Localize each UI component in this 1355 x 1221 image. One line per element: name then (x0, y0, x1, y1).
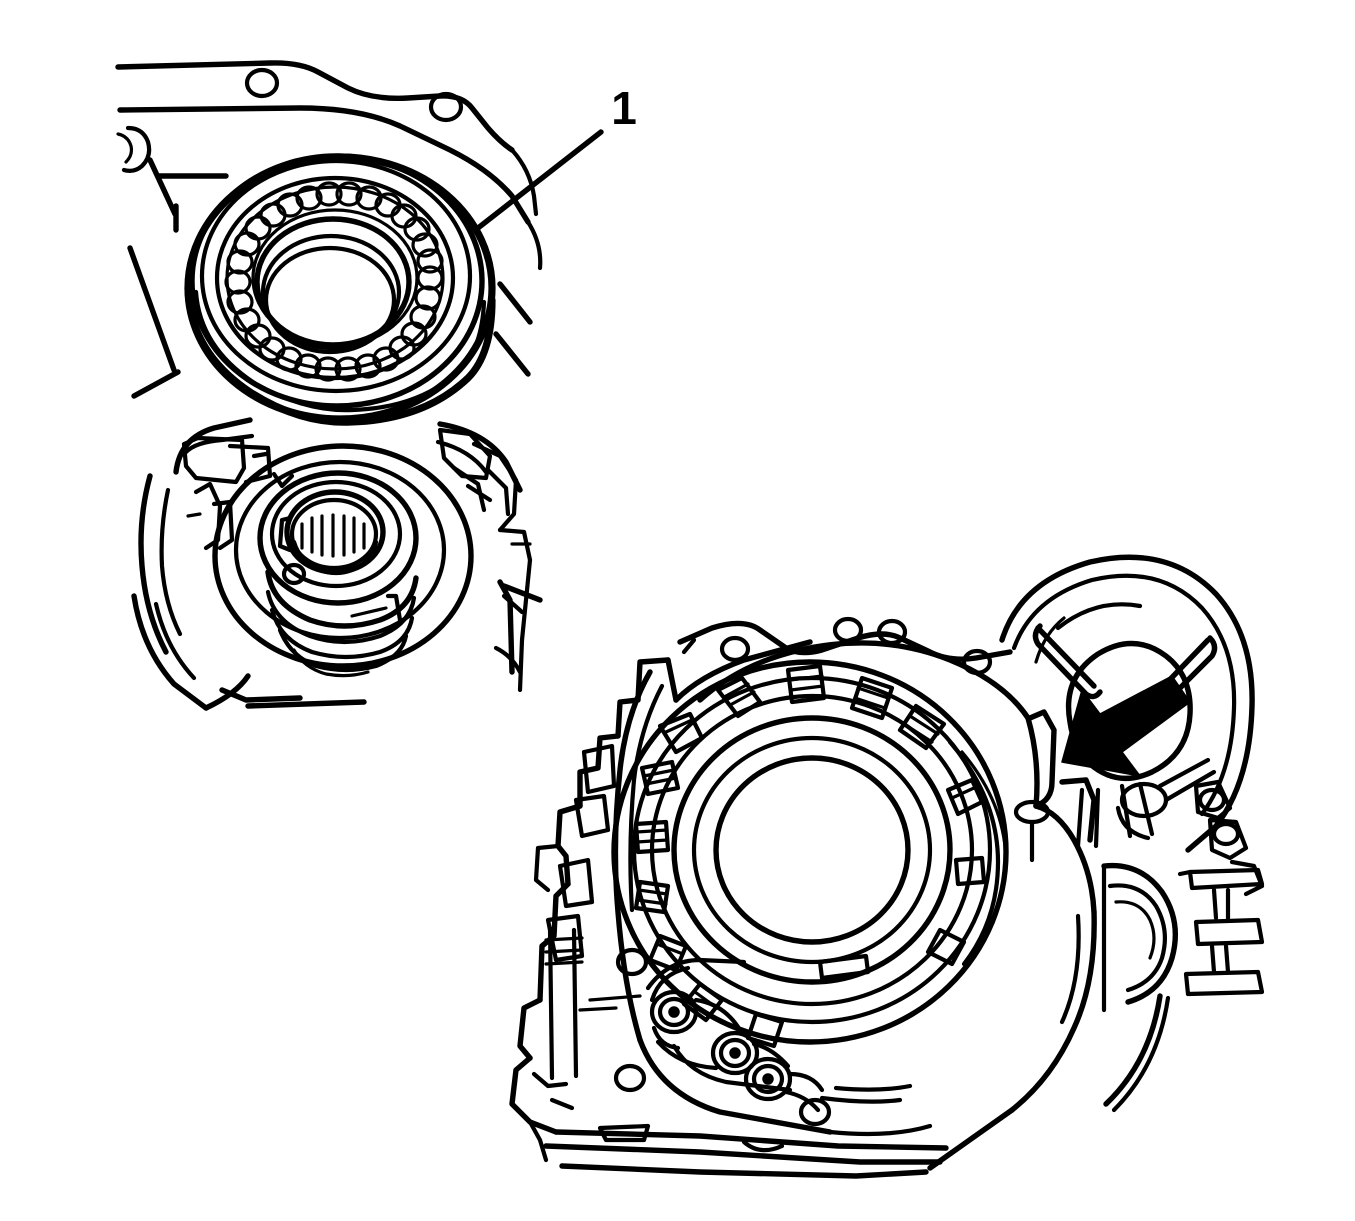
direction-arrow (1061, 675, 1191, 777)
lower-bolt-hole-3 (798, 1097, 832, 1127)
oil-pan-flange (527, 1119, 949, 1179)
radial-ribs (633, 663, 987, 1049)
bearing-balls (224, 181, 444, 382)
lower-bolt-hole-1 (615, 947, 649, 977)
callout-leader-line (475, 129, 604, 231)
case-bolt-hole-1 (719, 635, 751, 663)
bolt-hole-upper-right (428, 91, 464, 123)
lower-case-bosses (613, 947, 933, 1137)
transmission-case (497, 554, 1265, 1179)
side-port (1013, 709, 1265, 1113)
callout-label-1: 1 (611, 82, 637, 134)
bearing-ball-cage (224, 181, 445, 382)
ball-bearing (184, 153, 496, 426)
shaft-hub-seat (131, 417, 533, 711)
dowel-hole (281, 562, 307, 586)
callout-1: 1 (475, 82, 637, 231)
boss-cluster (649, 965, 825, 1113)
case-background-upper (115, 60, 543, 399)
lower-bolt-hole-2 (613, 1063, 647, 1093)
bolt-hole-upper-left (244, 67, 280, 99)
spline-bore (289, 497, 379, 576)
